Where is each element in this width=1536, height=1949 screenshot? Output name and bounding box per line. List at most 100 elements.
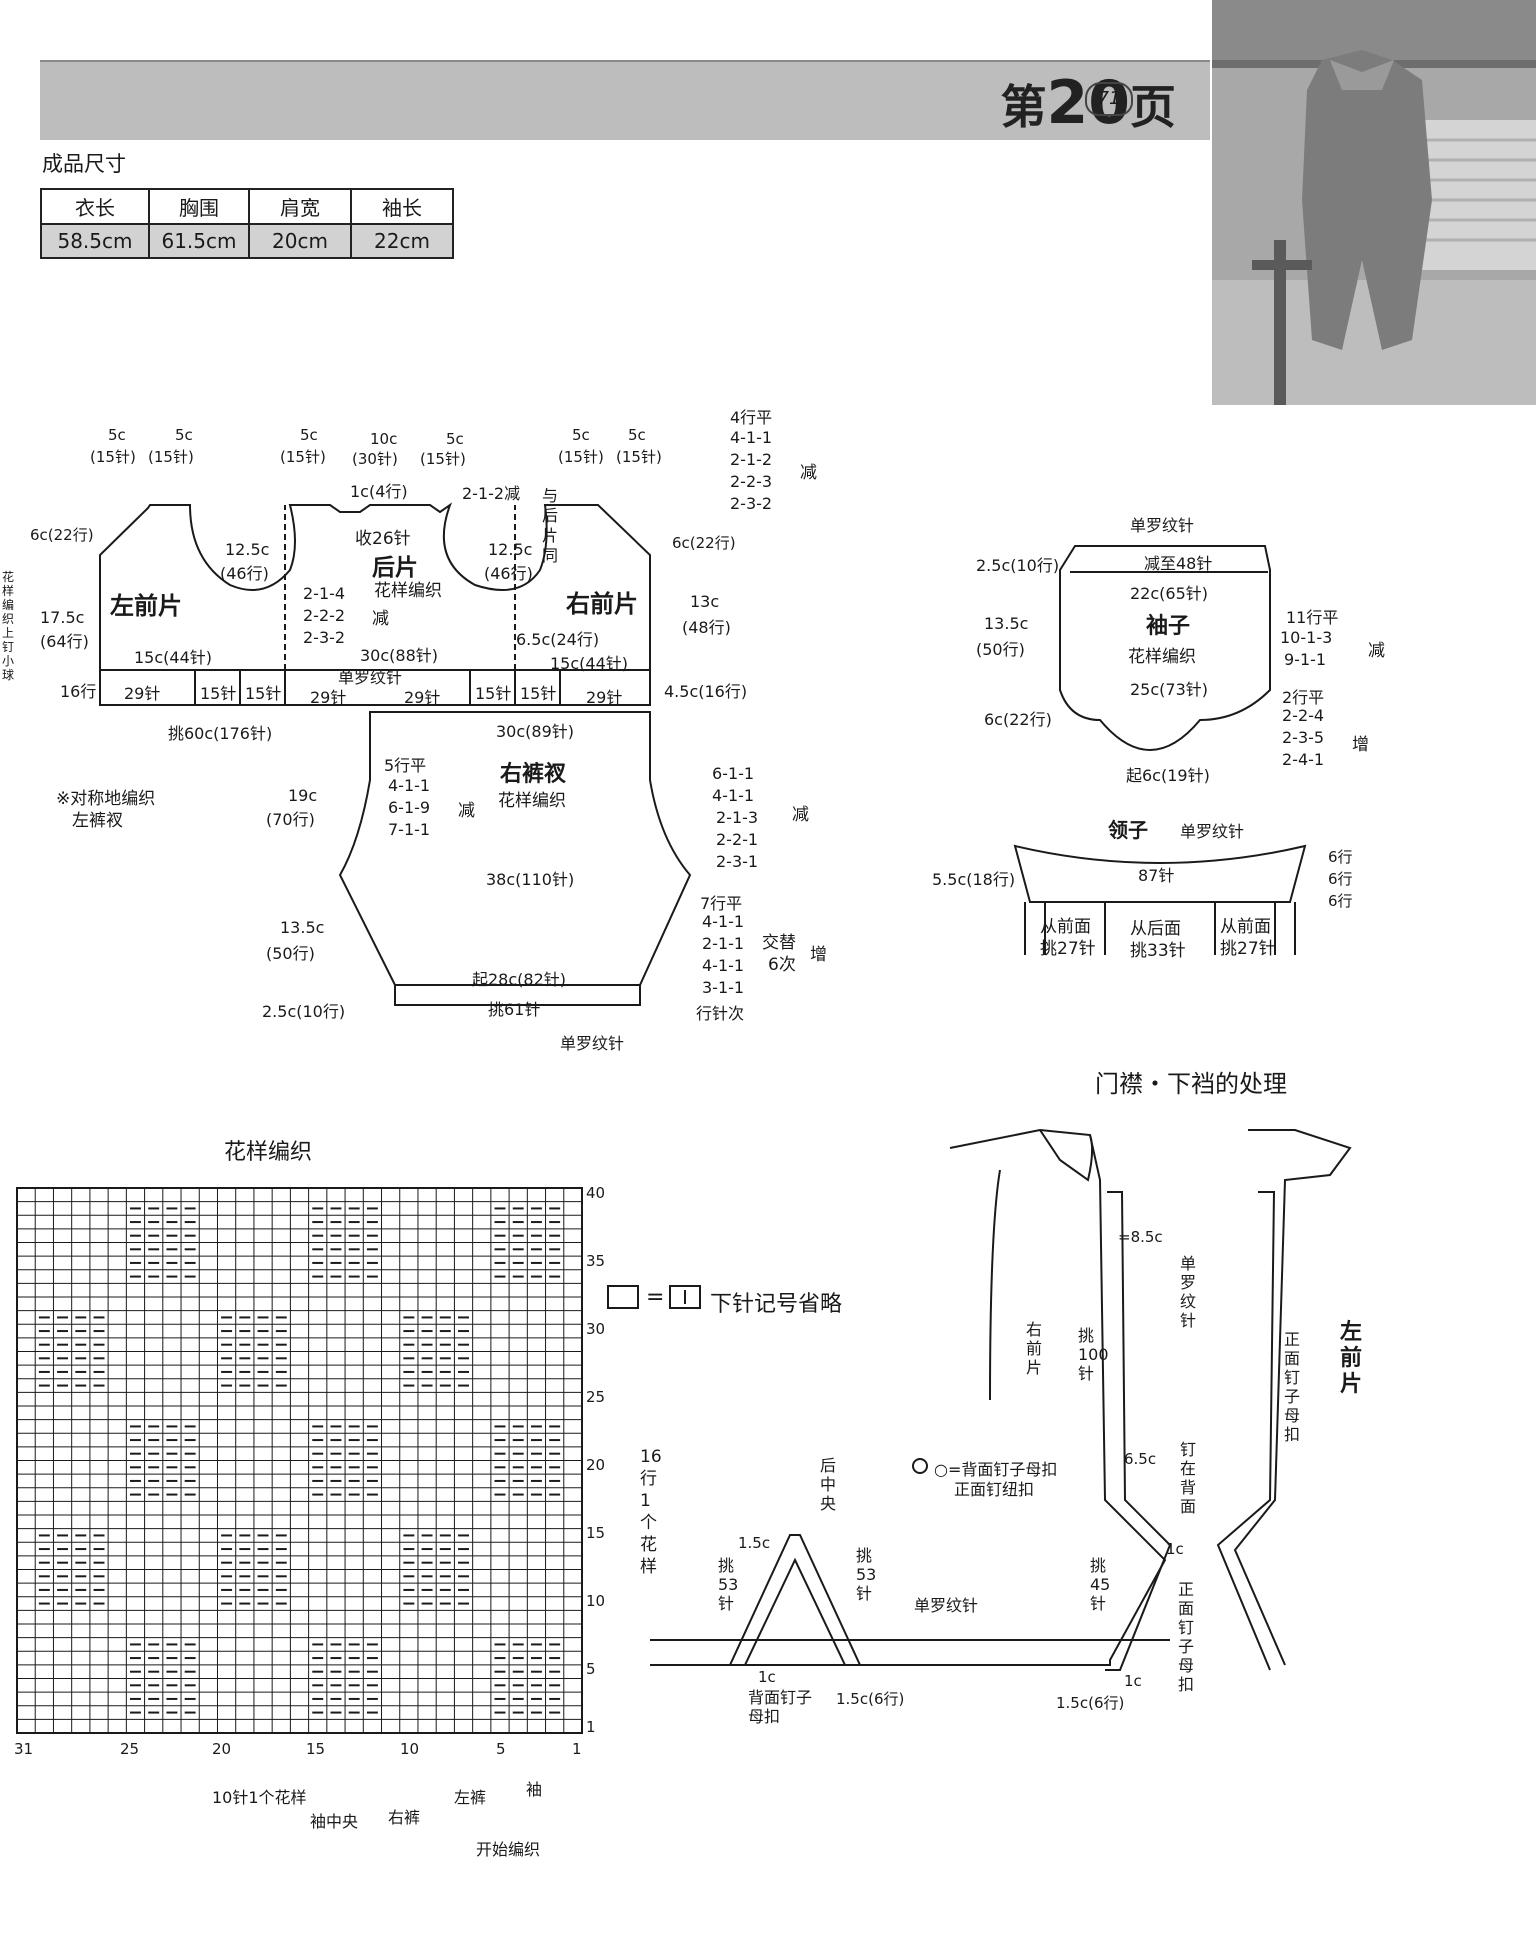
placket-left-front-label: 左前片 xyxy=(1340,1320,1363,1397)
size-value-chest: 61.5cm xyxy=(148,223,250,259)
col-label-10: 10 xyxy=(400,1740,420,1758)
collar-pick-front-right: 从前面 xyxy=(1220,917,1271,937)
size-header-length: 衣长 xyxy=(40,188,150,225)
pants-cuff-rib: 单罗纹针 xyxy=(560,1034,625,1053)
rib-seg-5: 29针 xyxy=(404,688,441,707)
dim-30: (30针) xyxy=(352,450,398,468)
dim-5c-e: 5c xyxy=(572,426,590,444)
body-yoke-outline xyxy=(99,502,651,706)
pants-cuff xyxy=(394,985,641,1006)
pattern-chart-grid xyxy=(16,1187,583,1734)
collar-rib: 单罗纹针 xyxy=(1180,822,1245,841)
dim-15-a: (15针) xyxy=(90,448,136,466)
row-label-30: 30 xyxy=(586,1320,606,1338)
right-pants-label: 右裤 xyxy=(388,1808,421,1827)
dim-15-e: (15针) xyxy=(558,448,604,466)
size-header-sleeve: 袖长 xyxy=(350,188,454,225)
pants-inner-dec-2: 4-1-1 xyxy=(388,776,431,795)
sleeve-reduce-to: 减至48针 xyxy=(1144,554,1213,573)
pants-height-1-rows: (70行) xyxy=(266,810,315,829)
pants-times: 6次 xyxy=(768,955,796,975)
pants-outer-dec-5: 2-3-1 xyxy=(716,852,759,871)
row-label-5: 5 xyxy=(586,1660,596,1678)
body-height-left: 17.5c xyxy=(40,608,85,627)
row-label-15: 15 xyxy=(586,1524,606,1542)
garment-photo xyxy=(1212,0,1536,405)
pants-outer-dec-1: 6-1-1 xyxy=(712,764,755,783)
left-front-title: 左前片 xyxy=(110,592,182,620)
col-label-5: 5 xyxy=(496,1740,506,1758)
sleeve-inc-4: 2-4-1 xyxy=(1282,750,1325,769)
side-note: 花样编织上钉小球 xyxy=(2,570,15,682)
rib-seg-8: 29针 xyxy=(586,688,623,707)
pants-height-2-rows: (50行) xyxy=(266,944,315,963)
page-badge: 71 xyxy=(1085,82,1133,116)
sleeve-inc-word: 增 xyxy=(1352,735,1369,755)
dim-5c-a: 5c xyxy=(108,426,126,444)
front-placket-label: 6.5c(24行) xyxy=(516,630,600,649)
pants-alternate: 交替 xyxy=(762,933,796,953)
sleeve-label: 袖 xyxy=(526,1780,543,1799)
sleeve-center-label: 袖中央 xyxy=(310,1812,359,1831)
row-label-10: 10 xyxy=(586,1592,606,1610)
placket-pick-45: 挑45针 xyxy=(1090,1556,1111,1613)
placket-left-front xyxy=(1233,1129,1352,1666)
front-width-right: 15c(44针) xyxy=(550,654,629,673)
placket-front-snap: 正面钉子母扣 xyxy=(1284,1330,1301,1444)
rib-seg-1: 29针 xyxy=(124,684,161,703)
armhole-depth-left: 12.5c xyxy=(225,540,270,559)
symmetric-note-2: 左裤衩 xyxy=(72,811,123,831)
placket-sew-back: 钉在背面 xyxy=(1180,1440,1197,1516)
row-label-40: 40 xyxy=(586,1184,606,1202)
placket-dim-1c-right: 1c xyxy=(1166,1540,1184,1558)
row-label-1: 1 xyxy=(586,1718,596,1736)
shoulder-dec-4: 2-2-3 xyxy=(730,472,773,491)
shoulder-dec-word: 减 xyxy=(800,463,817,483)
size-value-length: 58.5cm xyxy=(40,223,150,259)
rib-label: 单罗纹针 xyxy=(338,668,403,687)
body-rows-right: (48行) xyxy=(682,618,731,637)
back-width-label: 30c(88针) xyxy=(360,646,439,665)
shoulder-dec-3: 2-1-2 xyxy=(730,450,773,469)
pants-cuff-start: 起28c(82针) xyxy=(472,970,567,989)
placket-rib2: 单罗纹针 xyxy=(914,1596,979,1615)
dim-15-c: (15针) xyxy=(280,448,326,466)
armhole-dec-3: 2-3-2 xyxy=(303,628,346,647)
rib-seg-2: 15针 xyxy=(200,684,237,703)
pickup-label: 挑60c(176针) xyxy=(168,724,273,743)
placket-dim-1c-left: 1c xyxy=(758,1668,776,1686)
dim-5c-f: 5c xyxy=(628,426,646,444)
pants-pattern-label: 花样编织 xyxy=(498,791,566,811)
armhole-dec-1: 2-1-4 xyxy=(303,584,346,603)
placket-dim-1-5: 1.5c xyxy=(738,1534,771,1552)
pants-height-2: 13.5c xyxy=(280,918,325,937)
placket-spacing: =8.5c xyxy=(1118,1228,1163,1246)
placket-title: 门襟・下裆的处理 xyxy=(1095,1070,1287,1098)
shoulder-dec-2: 4-1-1 xyxy=(730,428,773,447)
collar-pick-front-left: 从前面 xyxy=(1040,917,1091,937)
sleeve-cap-height: 6c(22行) xyxy=(984,710,1052,729)
collar-outline xyxy=(1013,844,1307,903)
pants-inc-6: 行针次 xyxy=(696,1004,745,1023)
symmetric-note: ※对称地编织 xyxy=(56,789,156,809)
sleeve-inc-1: 2行平 xyxy=(1282,688,1325,707)
sleeve-inc-3: 2-3-5 xyxy=(1282,728,1325,747)
armhole-rows-left: (46行) xyxy=(220,564,269,583)
armhole-dec-2: 2-2-2 xyxy=(303,606,346,625)
pants-inner-dec-4: 7-1-1 xyxy=(388,820,431,839)
body-height-right: 13c xyxy=(690,592,720,611)
collar-pick-back-n: 挑33针 xyxy=(1130,941,1186,961)
col-label-20: 20 xyxy=(212,1740,232,1758)
sleeve-pattern: 花样编织 xyxy=(1128,647,1196,667)
col-label-1: 1 xyxy=(572,1740,582,1758)
svg-text:=: = xyxy=(646,1285,664,1310)
sleeve-cast-on: 起6c(19针) xyxy=(1126,766,1210,785)
header-bar xyxy=(40,60,1210,140)
neck-dec-label: 2-1-2减 xyxy=(462,484,521,503)
sleeve-dec-1: 11行平 xyxy=(1286,608,1339,627)
neck-center-label: 1c(4行) xyxy=(350,482,408,501)
rib-rows-left: 16行 xyxy=(60,682,97,701)
placket-dim-1-5-6: 1.5c(6行) xyxy=(836,1690,905,1708)
pants-inc-3: 2-1-1 xyxy=(702,934,745,953)
